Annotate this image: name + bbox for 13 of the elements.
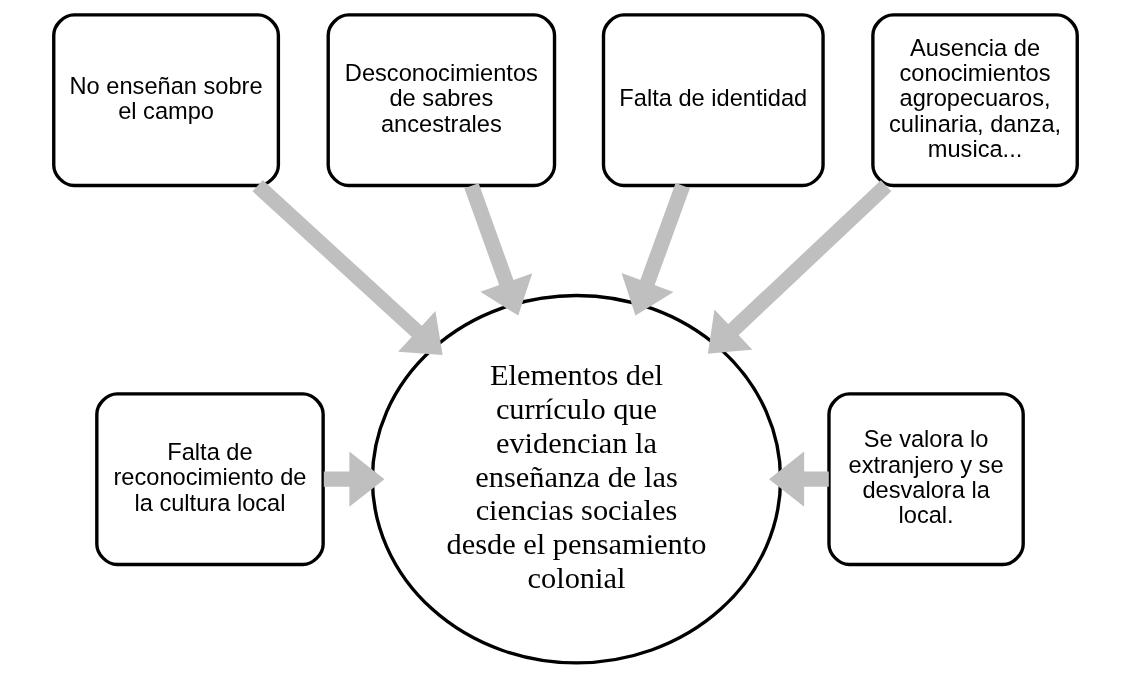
arrow xyxy=(621,183,690,316)
node-box: Falta de identidad xyxy=(601,13,825,188)
arrow xyxy=(707,180,891,354)
node-box: Ausencia de conocimientos agropecuaros, culinaria, danza, musica... xyxy=(870,13,1079,188)
node-circle: Elementos del currículo que evidencian la enseñanza de las ciencias sociales desde el pensamiento colonial xyxy=(370,293,782,665)
node-box: Falta de reconocimiento de la cultura local xyxy=(94,392,325,567)
arrow xyxy=(463,183,532,316)
arrow xyxy=(323,451,384,507)
node-box: No enseñan sobre el campo xyxy=(51,13,280,188)
arrow xyxy=(768,451,829,507)
node-box: Desconocimientos de sabres ancestrales xyxy=(326,13,556,188)
arrow xyxy=(252,180,443,355)
node-box: Se valora lo extranjero y se desvalora la local. xyxy=(826,392,1025,567)
